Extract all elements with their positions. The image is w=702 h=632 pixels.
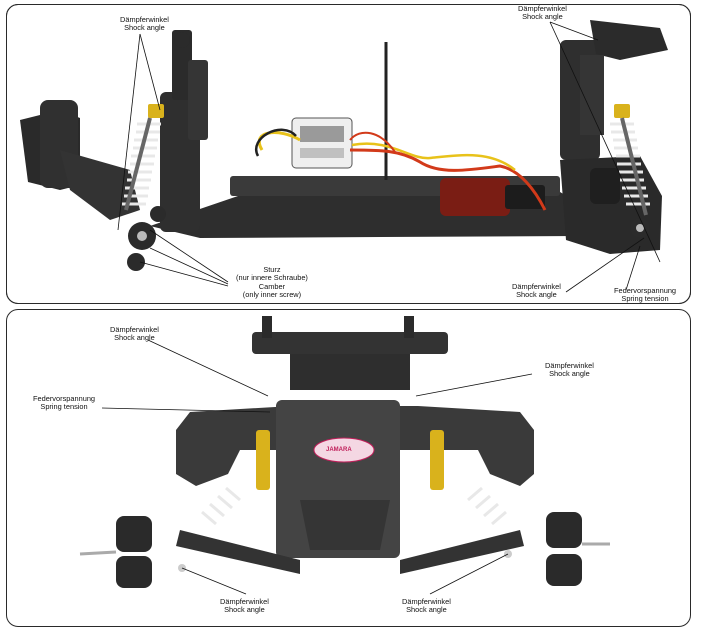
- front-view-panel: [6, 309, 691, 627]
- side-view-chassis-image: [20, 20, 668, 271]
- side-view-panel-border: [6, 4, 691, 304]
- side-view-callouts: [117, 21, 661, 293]
- front-view-callouts: [101, 339, 533, 595]
- brand-sticker: JAMARA: [326, 447, 352, 453]
- front-view-chassis-image: [79, 316, 610, 588]
- top-camber-label: Sturz(nur innere Schraube) Camber(only i…: [236, 265, 308, 300]
